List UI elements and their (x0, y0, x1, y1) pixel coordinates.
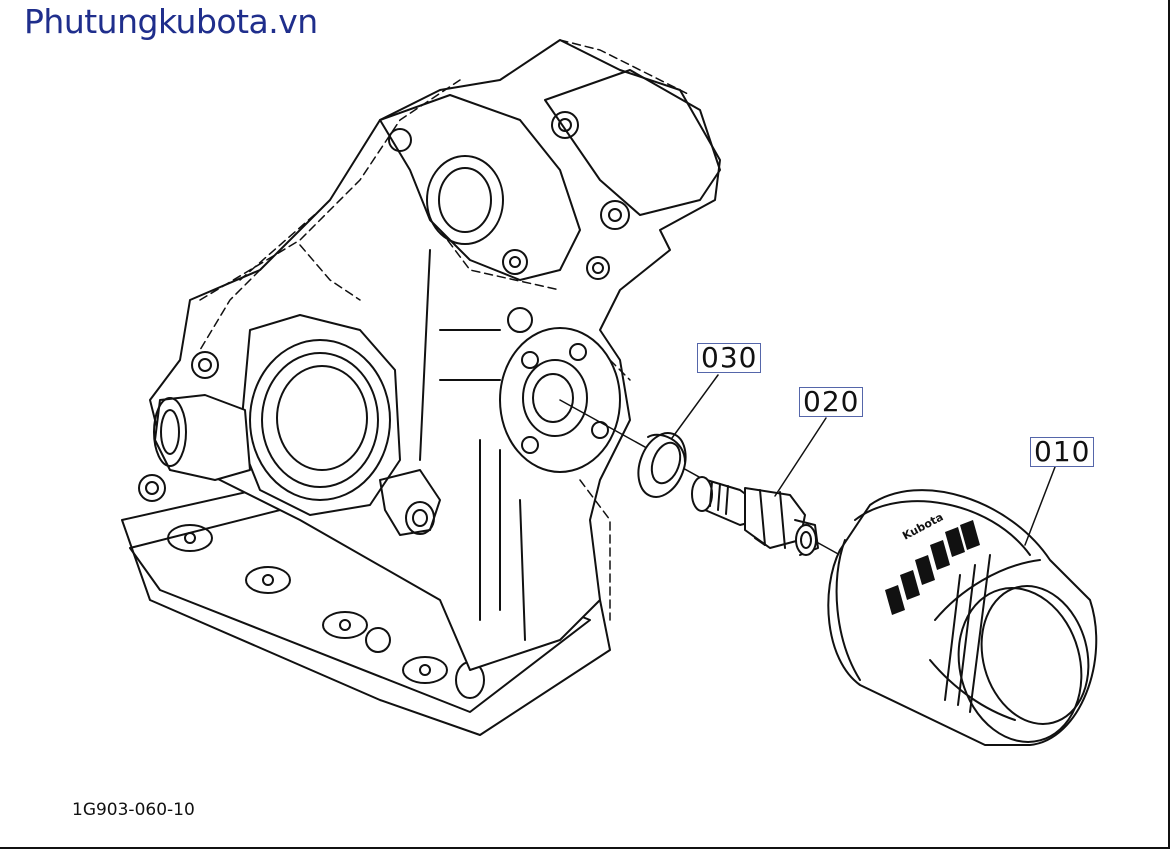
engine-block (121, 39, 721, 736)
part-callout-020[interactable]: 020 (799, 387, 864, 417)
kubota-logo-marks (885, 520, 980, 615)
phantom-lines (199, 39, 691, 621)
part-callout-010[interactable]: 010 (1030, 437, 1095, 467)
washer-030 (637, 432, 687, 498)
joint-bolt-020 (691, 476, 819, 556)
oil-filter-010: Kubota (827, 489, 1098, 746)
part-callout-030[interactable]: 030 (697, 343, 762, 373)
watermark-text: Phutungkubota.vn (24, 2, 318, 41)
leader-lines (671, 374, 1056, 546)
drawing-number: 1G903-060-10 (72, 800, 195, 820)
